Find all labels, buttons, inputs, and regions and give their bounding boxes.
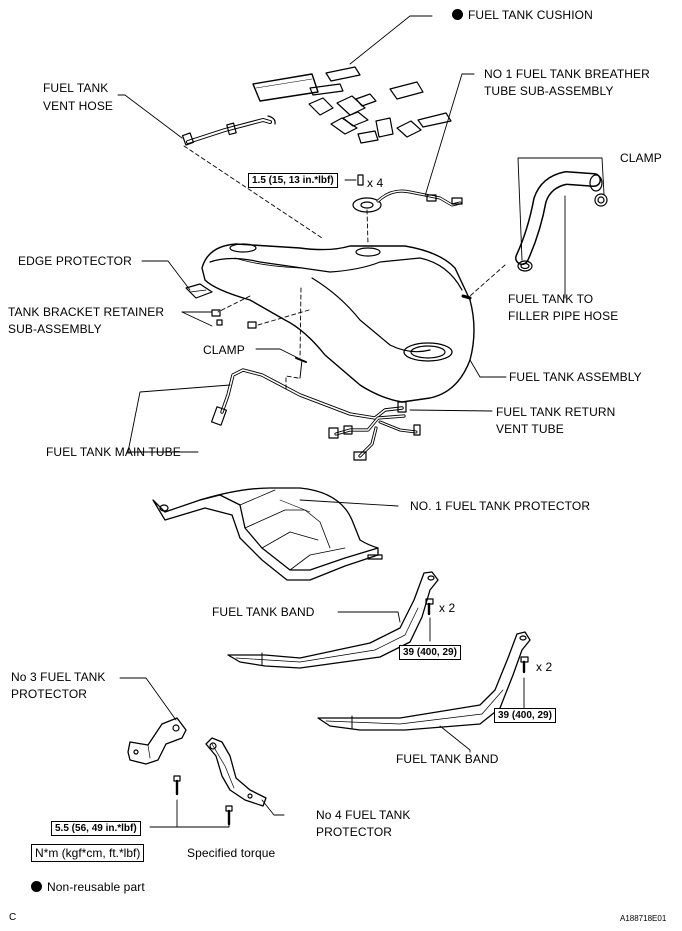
return-vent-tube-label-line2: VENT TUBE bbox=[496, 422, 564, 436]
footer-figure-id: A188718E01 bbox=[620, 914, 667, 923]
fuel-tank-cushions bbox=[252, 66, 452, 144]
fuel-tank-assembly bbox=[201, 243, 475, 403]
band-upper-quantity: x 2 bbox=[439, 601, 456, 615]
fuel-tank-cushion-label: FUEL TANK CUSHION bbox=[452, 8, 593, 23]
no3-protector-label-line1: No 3 FUEL TANK bbox=[11, 670, 106, 684]
no1-protector-label: NO. 1 FUEL TANK PROTECTOR bbox=[410, 499, 591, 513]
fuel-tank-band-upper bbox=[227, 571, 439, 669]
breather-tube bbox=[352, 174, 463, 213]
return-vent-tube-label-line1: FUEL TANK RETURN bbox=[496, 405, 616, 419]
legend-torque-desc: Specified torque bbox=[187, 846, 276, 860]
clamp-top-label: CLAMP bbox=[620, 151, 662, 165]
fuel-tank-vent-hose bbox=[181, 115, 276, 146]
assembly-dashed-lines bbox=[183, 145, 506, 391]
non-reusable-dot-icon bbox=[31, 881, 42, 892]
fuel-tank-band-lower bbox=[317, 631, 531, 731]
filler-pipe-hose-label-line1: FUEL TANK TO bbox=[508, 292, 594, 306]
fuel-tank-assembly-label: FUEL TANK ASSEMBLY bbox=[509, 370, 642, 384]
no4-fuel-tank-protector bbox=[205, 737, 267, 826]
edge-protector bbox=[185, 283, 213, 299]
breather-torque-spec: 1.5 (15, 13 in.*lbf) bbox=[248, 173, 338, 188]
leader-lines bbox=[117, 15, 605, 828]
fuel-tank-vent-hose-label-line2: VENT HOSE bbox=[43, 99, 114, 113]
fuel-tank-band-upper-label: FUEL TANK BAND bbox=[212, 605, 315, 619]
footer-left-code: C bbox=[9, 912, 17, 923]
fuel-tank-vent-hose-label-line1: FUEL TANK bbox=[43, 81, 109, 95]
no1-fuel-tank-protector bbox=[152, 487, 383, 581]
tank-bracket-retainer-label-line2: SUB-ASSEMBLY bbox=[8, 322, 102, 336]
main-tube-label: FUEL TANK MAIN TUBE bbox=[46, 445, 181, 459]
clamp-mid-label: CLAMP bbox=[203, 343, 245, 357]
fuel-tank-cushion-text: FUEL TANK CUSHION bbox=[468, 8, 593, 22]
breather-quantity: x 4 bbox=[367, 176, 384, 190]
filler-pipe-hose-label-line2: FILLER PIPE HOSE bbox=[508, 309, 619, 323]
band-lower-torque-spec: 39 (400, 29) bbox=[494, 708, 556, 723]
band-upper-torque-spec: 39 (400, 29) bbox=[399, 645, 461, 660]
breather-tube-label-line1: NO 1 FUEL TANK BREATHER bbox=[484, 67, 650, 81]
band-lower-quantity: x 2 bbox=[536, 660, 553, 674]
non-reusable-dot-icon bbox=[452, 9, 463, 20]
no3-fuel-tank-protector bbox=[127, 717, 187, 796]
tank-bracket-retainer-label-line1: TANK BRACKET RETAINER bbox=[8, 305, 165, 319]
filler-pipe-hose bbox=[515, 171, 608, 272]
fuel-tank-band-lower-label: FUEL TANK BAND bbox=[396, 752, 499, 766]
legend-non-reusable: Non-reusable part bbox=[31, 880, 145, 895]
breather-tube-label-line2: TUBE SUB-ASSEMBLY bbox=[484, 84, 614, 98]
fuel-tank-main-tube bbox=[210, 368, 407, 426]
legend-torque-unit: N*m (kgf*cm, ft.*lbf) bbox=[31, 844, 145, 862]
no4-protector-label-line2: PROTECTOR bbox=[316, 825, 393, 839]
no3-protector-label-line2: PROTECTOR bbox=[11, 687, 88, 701]
legend-non-reusable-text: Non-reusable part bbox=[47, 880, 145, 894]
protector-torque-spec: 5.5 (56, 49 in.*lbf) bbox=[51, 821, 141, 836]
fuel-tank-return-vent-tube bbox=[328, 414, 421, 461]
tank-bracket-retainers bbox=[211, 309, 257, 329]
no4-protector-label-line1: No 4 FUEL TANK bbox=[316, 808, 411, 822]
edge-protector-label: EDGE PROTECTOR bbox=[18, 254, 132, 268]
